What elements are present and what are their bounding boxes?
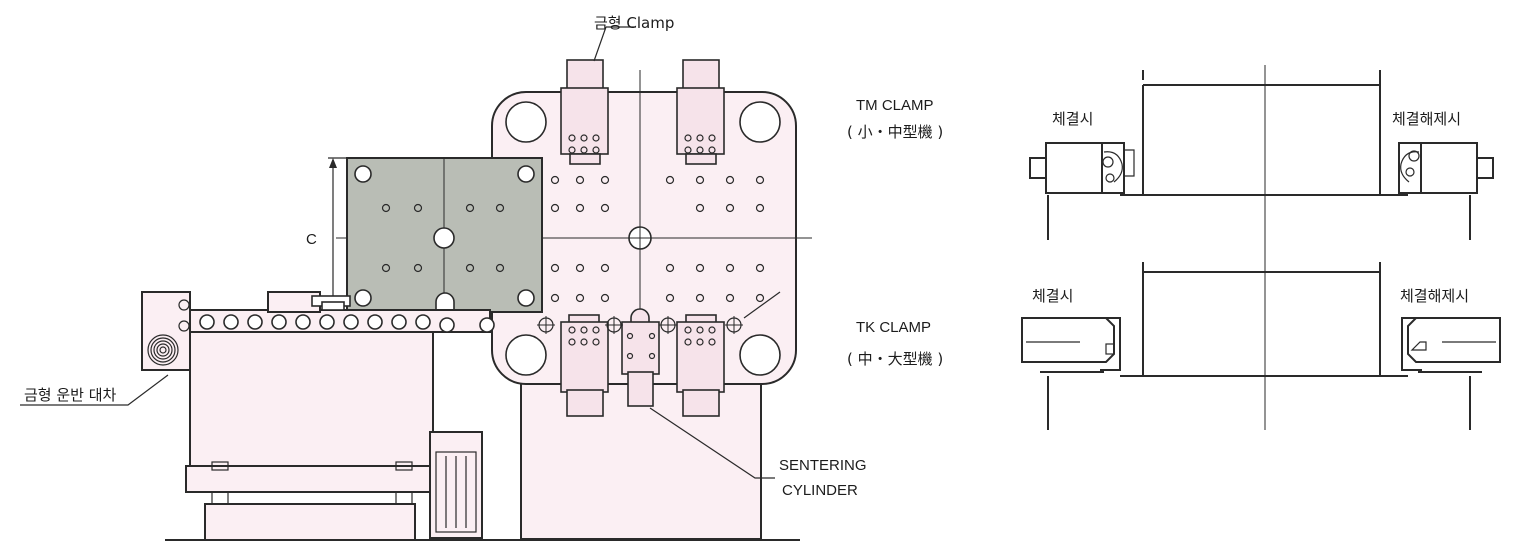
tk-clamp-left-engaged — [1021, 317, 1121, 371]
bolster-hole — [739, 101, 781, 143]
left-callouts: 금형 Clamp 금형 운반 대차 SENTERING CYLINDER — [20, 14, 867, 499]
tm-upper-die — [1142, 70, 1381, 195]
bottom-clamp-right — [676, 314, 725, 417]
dimension-c: C — [306, 157, 347, 302]
bottom-clamp-left — [560, 314, 609, 417]
tm-released-label: 체결해제시 — [1392, 110, 1461, 128]
clamp-type-labels: TM CLAMP ( 小・中型機 ) TK CLAMP ( 中・大型機 ) — [847, 97, 943, 368]
tk-clamp-right-released — [1401, 317, 1501, 371]
press-assembly: C — [141, 59, 812, 541]
cart-body — [189, 325, 434, 467]
tk-upper-die — [1142, 262, 1381, 273]
bolster-bolt-holes — [550, 145, 765, 303]
centering-label-line2: CYLINDER — [782, 482, 858, 499]
cable-reel-icon — [147, 334, 179, 366]
tm-clamp-right-released — [1398, 142, 1494, 194]
bolster-hole — [505, 101, 547, 143]
tm-clamp-left-engaged — [1029, 142, 1135, 194]
clamp-leader — [593, 26, 636, 62]
guide-markers — [537, 316, 743, 334]
cart-label: 금형 운반 대차 — [24, 386, 117, 404]
bolster-hole — [505, 334, 547, 376]
centering-leader — [649, 407, 775, 479]
top-clamp-right — [676, 59, 725, 165]
tm-clamped-label: 체결시 — [1052, 110, 1093, 128]
bolster-hole — [739, 334, 781, 376]
tm-clamp-title: TM CLAMP — [856, 97, 934, 114]
tk-clamp-subtitle: ( 中・大型機 ) — [847, 350, 943, 368]
centering-label-line1: SENTERING — [779, 457, 867, 474]
top-clamp-left — [560, 59, 609, 165]
roller-conveyor-icon — [199, 314, 495, 333]
tm-clamp-subtitle: ( 小・中型機 ) — [847, 123, 943, 141]
clamp-top-label: 금형 Clamp — [594, 14, 674, 32]
cart-rail — [204, 503, 416, 541]
tk-released-label: 체결해제시 — [1400, 287, 1469, 305]
cart-leader — [20, 374, 169, 406]
tm-clamp-detail: 체결시 체결해제시 — [1029, 65, 1494, 430]
marker-leader — [743, 291, 781, 319]
die-block — [346, 157, 543, 313]
tk-clamp-detail: 체결시 체결해제시 — [1021, 262, 1501, 430]
dimension-c-label: C — [306, 231, 317, 248]
tk-clamp-title: TK CLAMP — [856, 319, 931, 336]
die-cart — [141, 291, 495, 541]
centering-cylinder — [621, 308, 660, 407]
tk-clamped-label: 체결시 — [1032, 287, 1073, 305]
